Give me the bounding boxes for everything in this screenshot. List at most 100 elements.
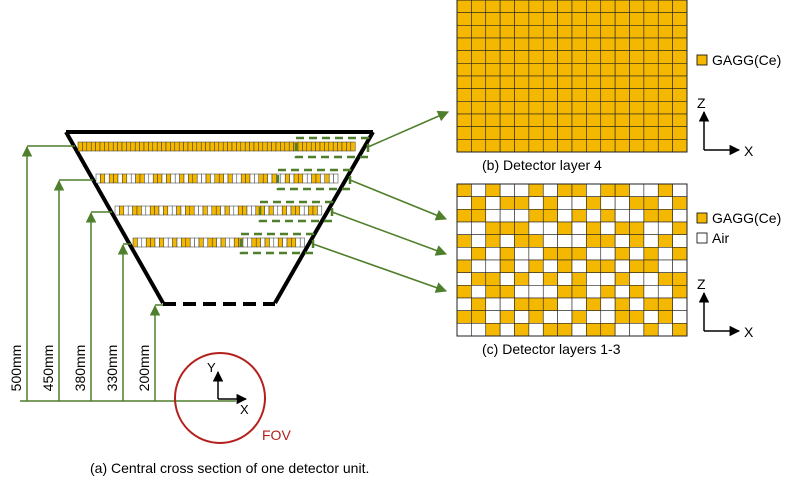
detector-crystal [183,173,189,184]
grid-cell [657,12,673,26]
grid-cell [557,139,573,153]
grid-cell [499,221,515,235]
grid-cell [600,196,616,210]
detector-crystal [324,173,330,184]
detector-crystal [163,237,169,248]
grid-cell [672,285,688,299]
grid-cell [672,323,688,337]
detector-crystal [90,141,96,152]
detector-crystal [189,205,195,216]
grid-cell [672,37,688,51]
grid-cell [586,37,602,51]
grid-cell [571,126,587,140]
grid-cell [672,12,688,26]
detector-crystal [180,205,186,216]
detector-crystal [324,141,330,152]
detector-crystal [165,141,171,152]
detector-crystal [163,205,169,216]
detector-crystal [302,141,308,152]
grid-cell [600,113,616,127]
detector-crystal [143,141,149,152]
grid-cell [571,25,587,39]
detector-layer-4-grid [456,0,688,153]
detector-crystal [223,173,229,184]
detector-crystal [333,173,339,184]
grid-cell [557,183,573,197]
grid-cell [657,0,673,13]
grid-cell [485,297,501,311]
grid-cell [485,113,501,127]
detector-crystal [86,141,92,152]
detector-crystal [108,141,114,152]
grid-cell [499,196,515,210]
detector-crystal [332,141,338,152]
detector-crystal [284,141,290,152]
grid-cell [586,126,602,140]
grid-cell [672,63,688,77]
grid-cell [485,247,501,261]
detector-crystal [156,141,162,152]
grid-cell [557,88,573,102]
detector-crystal [174,141,180,152]
detector-crystal [315,141,321,152]
grid-cell [672,0,688,13]
grid-cell [542,88,558,102]
panel-b-axes [698,110,741,156]
grid-cell [614,310,630,324]
detector-crystal [222,141,228,152]
grid-cell [499,12,515,26]
grid-cell [586,285,602,299]
grid-cell [672,88,688,102]
grid-cell [542,310,558,324]
detector-crystal [290,205,296,216]
grid-cell [499,75,515,89]
detector-crystal [145,205,151,216]
detector-crystal [267,173,273,184]
grid-cell [643,310,659,324]
detector-crystal [161,141,167,152]
detector-crystal [170,141,176,152]
grid-cell [571,297,587,311]
grid-cell [629,12,645,26]
detector-crystal [194,237,200,248]
grid-cell [614,297,630,311]
grid-cell [514,25,530,39]
grid-cell [629,209,645,223]
grid-cell [672,272,688,286]
detector-crystal [266,141,272,152]
detector-crystal [126,141,132,152]
grid-cell [629,272,645,286]
detector-crystal [242,237,248,248]
grid-cell [672,247,688,261]
grid-cell [586,323,602,337]
grid-cell [657,50,673,64]
grid-cell [456,221,472,235]
grid-cell [629,285,645,299]
detector-crystal [159,237,165,248]
grid-cell [614,247,630,261]
grid-cell [629,196,645,210]
detector-crystal [187,141,193,152]
fov-axis-x-label: X [240,402,249,417]
detector-crystal [200,141,206,152]
grid-cell [600,12,616,26]
zoom-box-layer-3 [276,168,352,191]
grid-cell [542,126,558,140]
caption-a: (a) Central cross section of one detecto… [90,460,369,476]
grid-cell [643,88,659,102]
grid-cell [643,285,659,299]
grid-cell [456,139,472,153]
grid-cell [542,221,558,235]
detector-crystal [297,141,303,152]
panel-b-axis-z-label: Z [697,95,706,111]
detector-crystal [295,205,301,216]
grid-cell [629,75,645,89]
grid-cell [571,323,587,337]
grid-cell [456,234,472,248]
grid-cell [557,12,573,26]
grid-cell [528,272,544,286]
grid-cell [456,12,472,26]
detector-crystal [277,205,283,216]
grid-cell [571,113,587,127]
